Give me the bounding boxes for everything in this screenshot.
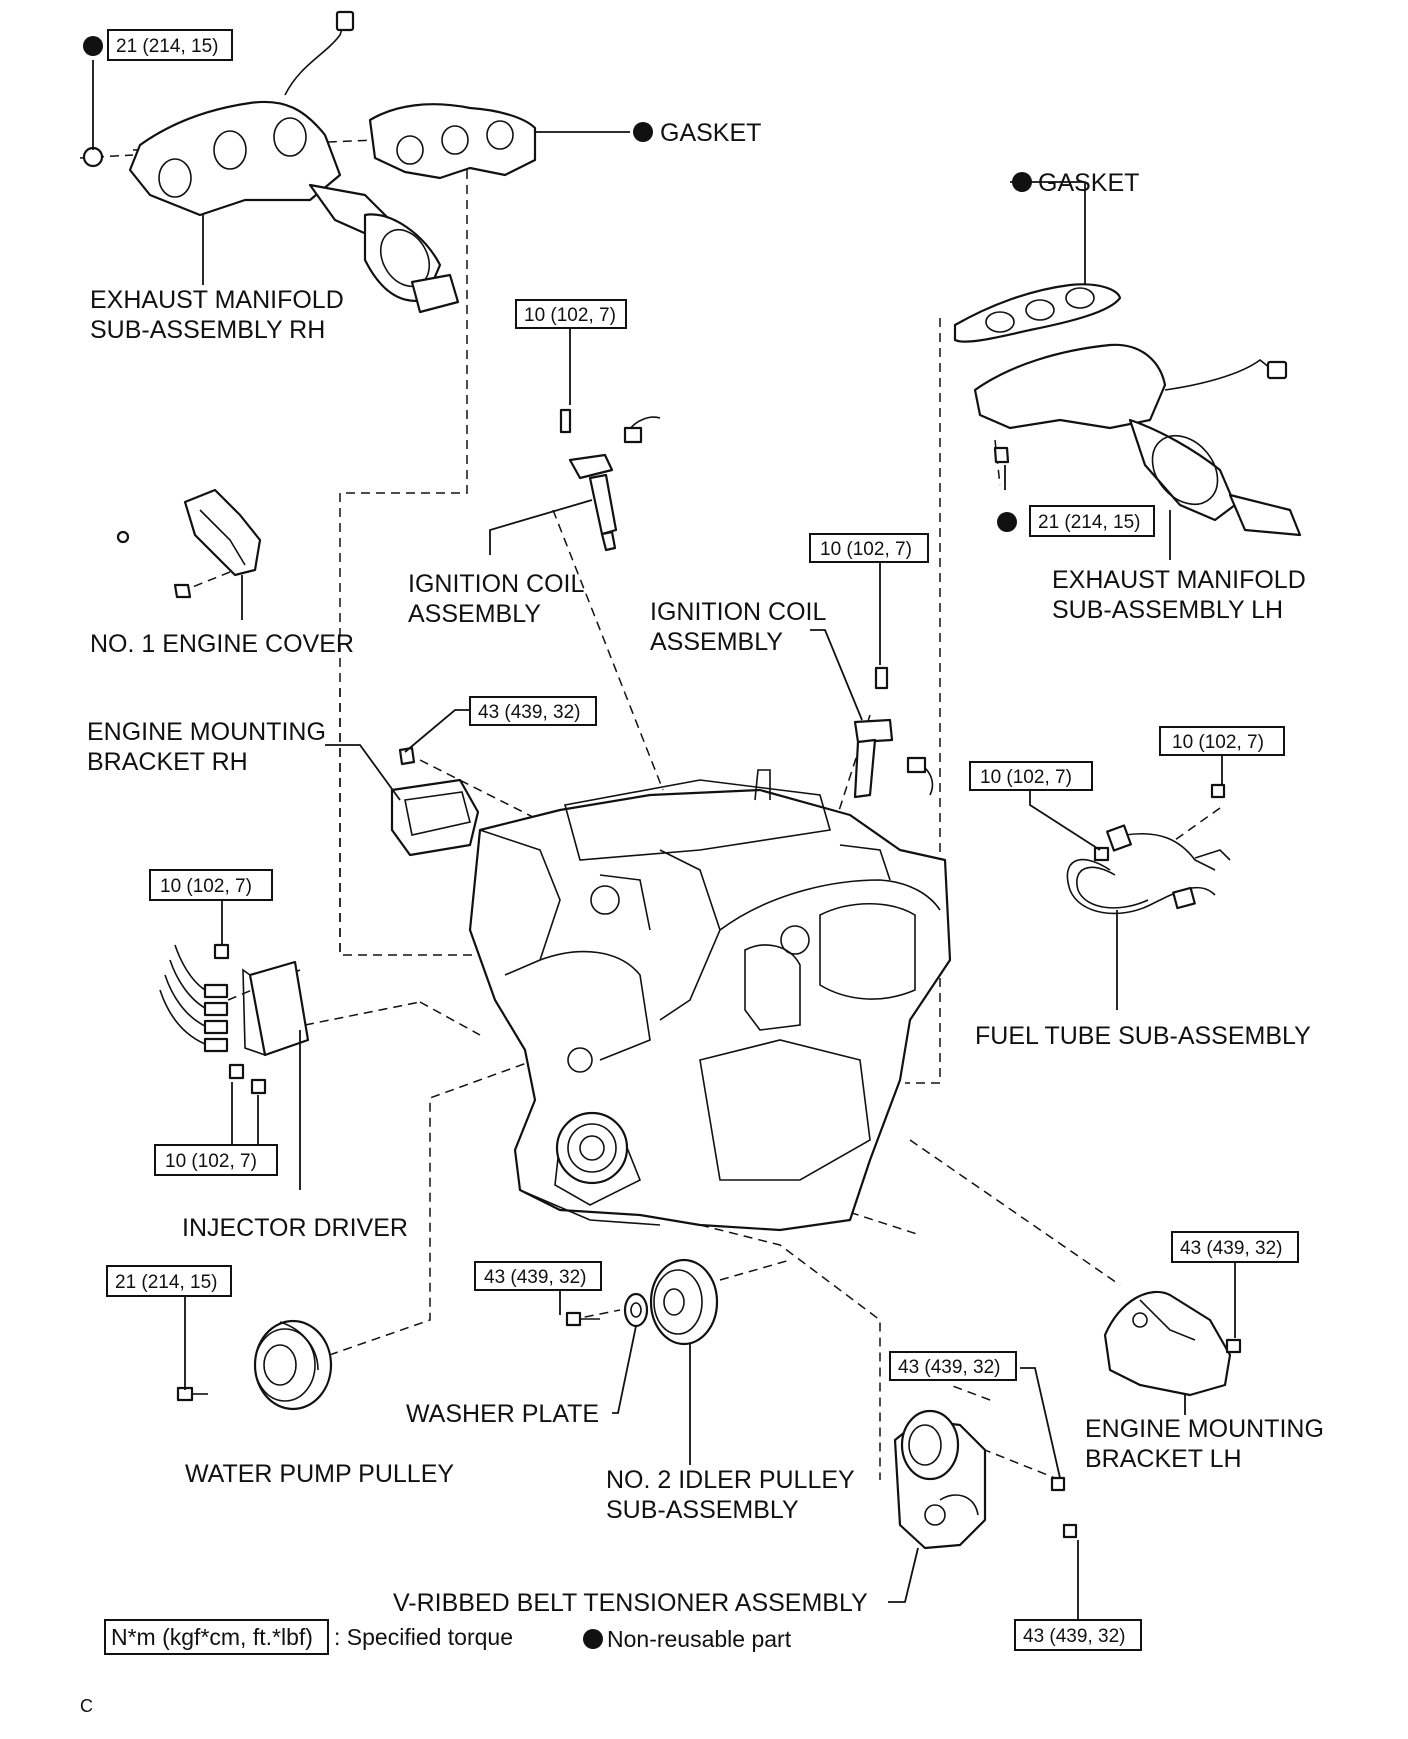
label-fuel-tube: FUEL TUBE SUB-ASSEMBLY xyxy=(975,1022,1311,1050)
engine-mount-rh-drawing xyxy=(390,746,480,857)
legend-nonreusable: Non-reusable part xyxy=(607,1626,792,1652)
svg-text:21 (214, 15): 21 (214, 15) xyxy=(1038,512,1140,533)
svg-text:43 (439, 32): 43 (439, 32) xyxy=(898,1357,1000,1378)
leader-lines xyxy=(92,60,1236,1620)
torque-spec-injector-bottom: 10 (102, 7) xyxy=(154,1144,278,1176)
torque-spec-water-pump: 21 (214, 15) xyxy=(106,1265,232,1297)
torque-spec-fuel-tube-1: 10 (102, 7) xyxy=(969,761,1093,791)
engine-block-drawing xyxy=(468,769,952,1232)
corner-mark: C xyxy=(80,1696,93,1716)
label-exhaust-manifold-lh-line2: SUB-ASSEMBLY LH xyxy=(1052,596,1283,624)
torque-spec-injector-top: 10 (102, 7) xyxy=(149,869,273,901)
label-idler-pulley-line1: NO. 2 IDLER PULLEY xyxy=(606,1466,855,1494)
torque-spec-fuel-tube-2: 10 (102, 7) xyxy=(1159,726,1285,756)
torque-spec-manifold-rh: 21 (214, 15) xyxy=(107,29,233,61)
idler-pulley-drawing xyxy=(649,1258,719,1346)
engine-cover-drawing xyxy=(116,488,262,599)
exhaust-manifold-rh-drawing xyxy=(82,10,460,314)
svg-text:10 (102, 7): 10 (102, 7) xyxy=(1172,732,1264,753)
nonreusable-marker-gasket-lh xyxy=(1012,172,1032,192)
label-engine-cover: NO. 1 ENGINE COVER xyxy=(90,630,354,658)
nonreusable-marker-manifold-rh xyxy=(83,36,103,56)
legend: N*m (kgf*cm, ft.*lbf) : Specified torque… xyxy=(104,1619,792,1655)
exhaust-manifold-lh-drawing xyxy=(973,343,1302,537)
ignition-coil-rh-drawing xyxy=(559,408,661,552)
label-gasket-lh: GASKET xyxy=(1038,169,1139,197)
injector-driver-drawing xyxy=(159,943,310,1095)
label-exhaust-manifold-rh-line2: SUB-ASSEMBLY RH xyxy=(90,316,325,344)
nonreusable-legend-marker xyxy=(583,1629,603,1649)
svg-text:43 (439, 32): 43 (439, 32) xyxy=(1180,1238,1282,1259)
label-ignition-coil-rh-line1: IGNITION COIL xyxy=(408,570,585,598)
svg-text:10 (102, 7): 10 (102, 7) xyxy=(165,1151,257,1172)
label-engine-mount-rh-line2: BRACKET RH xyxy=(87,748,248,776)
engine-mount-lh-drawing xyxy=(1103,1290,1242,1397)
label-exhaust-manifold-lh-line1: EXHAUST MANIFOLD xyxy=(1052,566,1306,594)
nonreusable-marker-manifold-lh xyxy=(997,512,1017,532)
label-engine-mount-rh-line1: ENGINE MOUNTING xyxy=(87,718,326,746)
label-ignition-coil-lh-line1: IGNITION COIL xyxy=(650,598,827,626)
label-injector-driver: INJECTOR DRIVER xyxy=(182,1214,408,1242)
label-gasket-rh: GASKET xyxy=(660,119,761,147)
legend-torque-box xyxy=(104,1619,329,1655)
label-belt-tensioner: V-RIBBED BELT TENSIONER ASSEMBLY xyxy=(393,1589,868,1617)
gasket-rh-drawing xyxy=(368,103,537,180)
svg-text:43 (439, 32): 43 (439, 32) xyxy=(484,1267,586,1288)
svg-text:21 (214, 15): 21 (214, 15) xyxy=(116,36,218,57)
label-engine-mount-lh-line2: BRACKET LH xyxy=(1085,1445,1242,1473)
torque-spec-manifold-lh: 21 (214, 15) xyxy=(1029,505,1155,537)
svg-text:10 (102, 7): 10 (102, 7) xyxy=(980,767,1072,788)
label-engine-mount-lh-line1: ENGINE MOUNTING xyxy=(1085,1415,1324,1443)
legend-torque-desc: : Specified torque xyxy=(334,1624,513,1650)
svg-text:21 (214, 15): 21 (214, 15) xyxy=(115,1272,217,1293)
label-water-pump-pulley: WATER PUMP PULLEY xyxy=(185,1460,454,1488)
gasket-lh-drawing xyxy=(953,283,1122,343)
torque-spec-idler: 43 (439, 32) xyxy=(474,1261,602,1291)
water-pump-pulley-drawing xyxy=(176,1319,333,1411)
washer-plate-drawing xyxy=(565,1292,649,1328)
svg-text:10 (102, 7): 10 (102, 7) xyxy=(820,539,912,560)
ignition-coil-lh-drawing xyxy=(853,666,934,799)
legend-torque-unit: N*m (kgf*cm, ft.*lbf) xyxy=(111,1624,313,1650)
belt-tensioner-drawing xyxy=(893,1409,1078,1550)
svg-text:43 (439, 32): 43 (439, 32) xyxy=(1023,1626,1125,1647)
svg-text:10 (102, 7): 10 (102, 7) xyxy=(160,876,252,897)
torque-spec-tensioner-1: 43 (439, 32) xyxy=(889,1351,1017,1381)
torque-spec-tensioner-2: 43 (439, 32) xyxy=(1014,1619,1142,1651)
label-exhaust-manifold-rh-line1: EXHAUST MANIFOLD xyxy=(90,286,344,314)
label-ignition-coil-rh-line2: ASSEMBLY xyxy=(408,600,541,628)
torque-spec-coil-rh: 10 (102, 7) xyxy=(515,299,627,329)
svg-text:43 (439, 32): 43 (439, 32) xyxy=(478,702,580,723)
nonreusable-marker-gasket-rh xyxy=(633,122,653,142)
torque-spec-mount-lh: 43 (439, 32) xyxy=(1171,1231,1299,1263)
svg-text:10 (102, 7): 10 (102, 7) xyxy=(524,305,616,326)
label-ignition-coil-lh-line2: ASSEMBLY xyxy=(650,628,783,656)
label-washer-plate: WASHER PLATE xyxy=(406,1400,599,1428)
label-idler-pulley-line2: SUB-ASSEMBLY xyxy=(606,1496,799,1524)
fuel-tube-drawing xyxy=(1066,783,1231,915)
torque-spec-coil-lh: 10 (102, 7) xyxy=(809,533,929,563)
torque-spec-mount-rh: 43 (439, 32) xyxy=(469,696,597,726)
